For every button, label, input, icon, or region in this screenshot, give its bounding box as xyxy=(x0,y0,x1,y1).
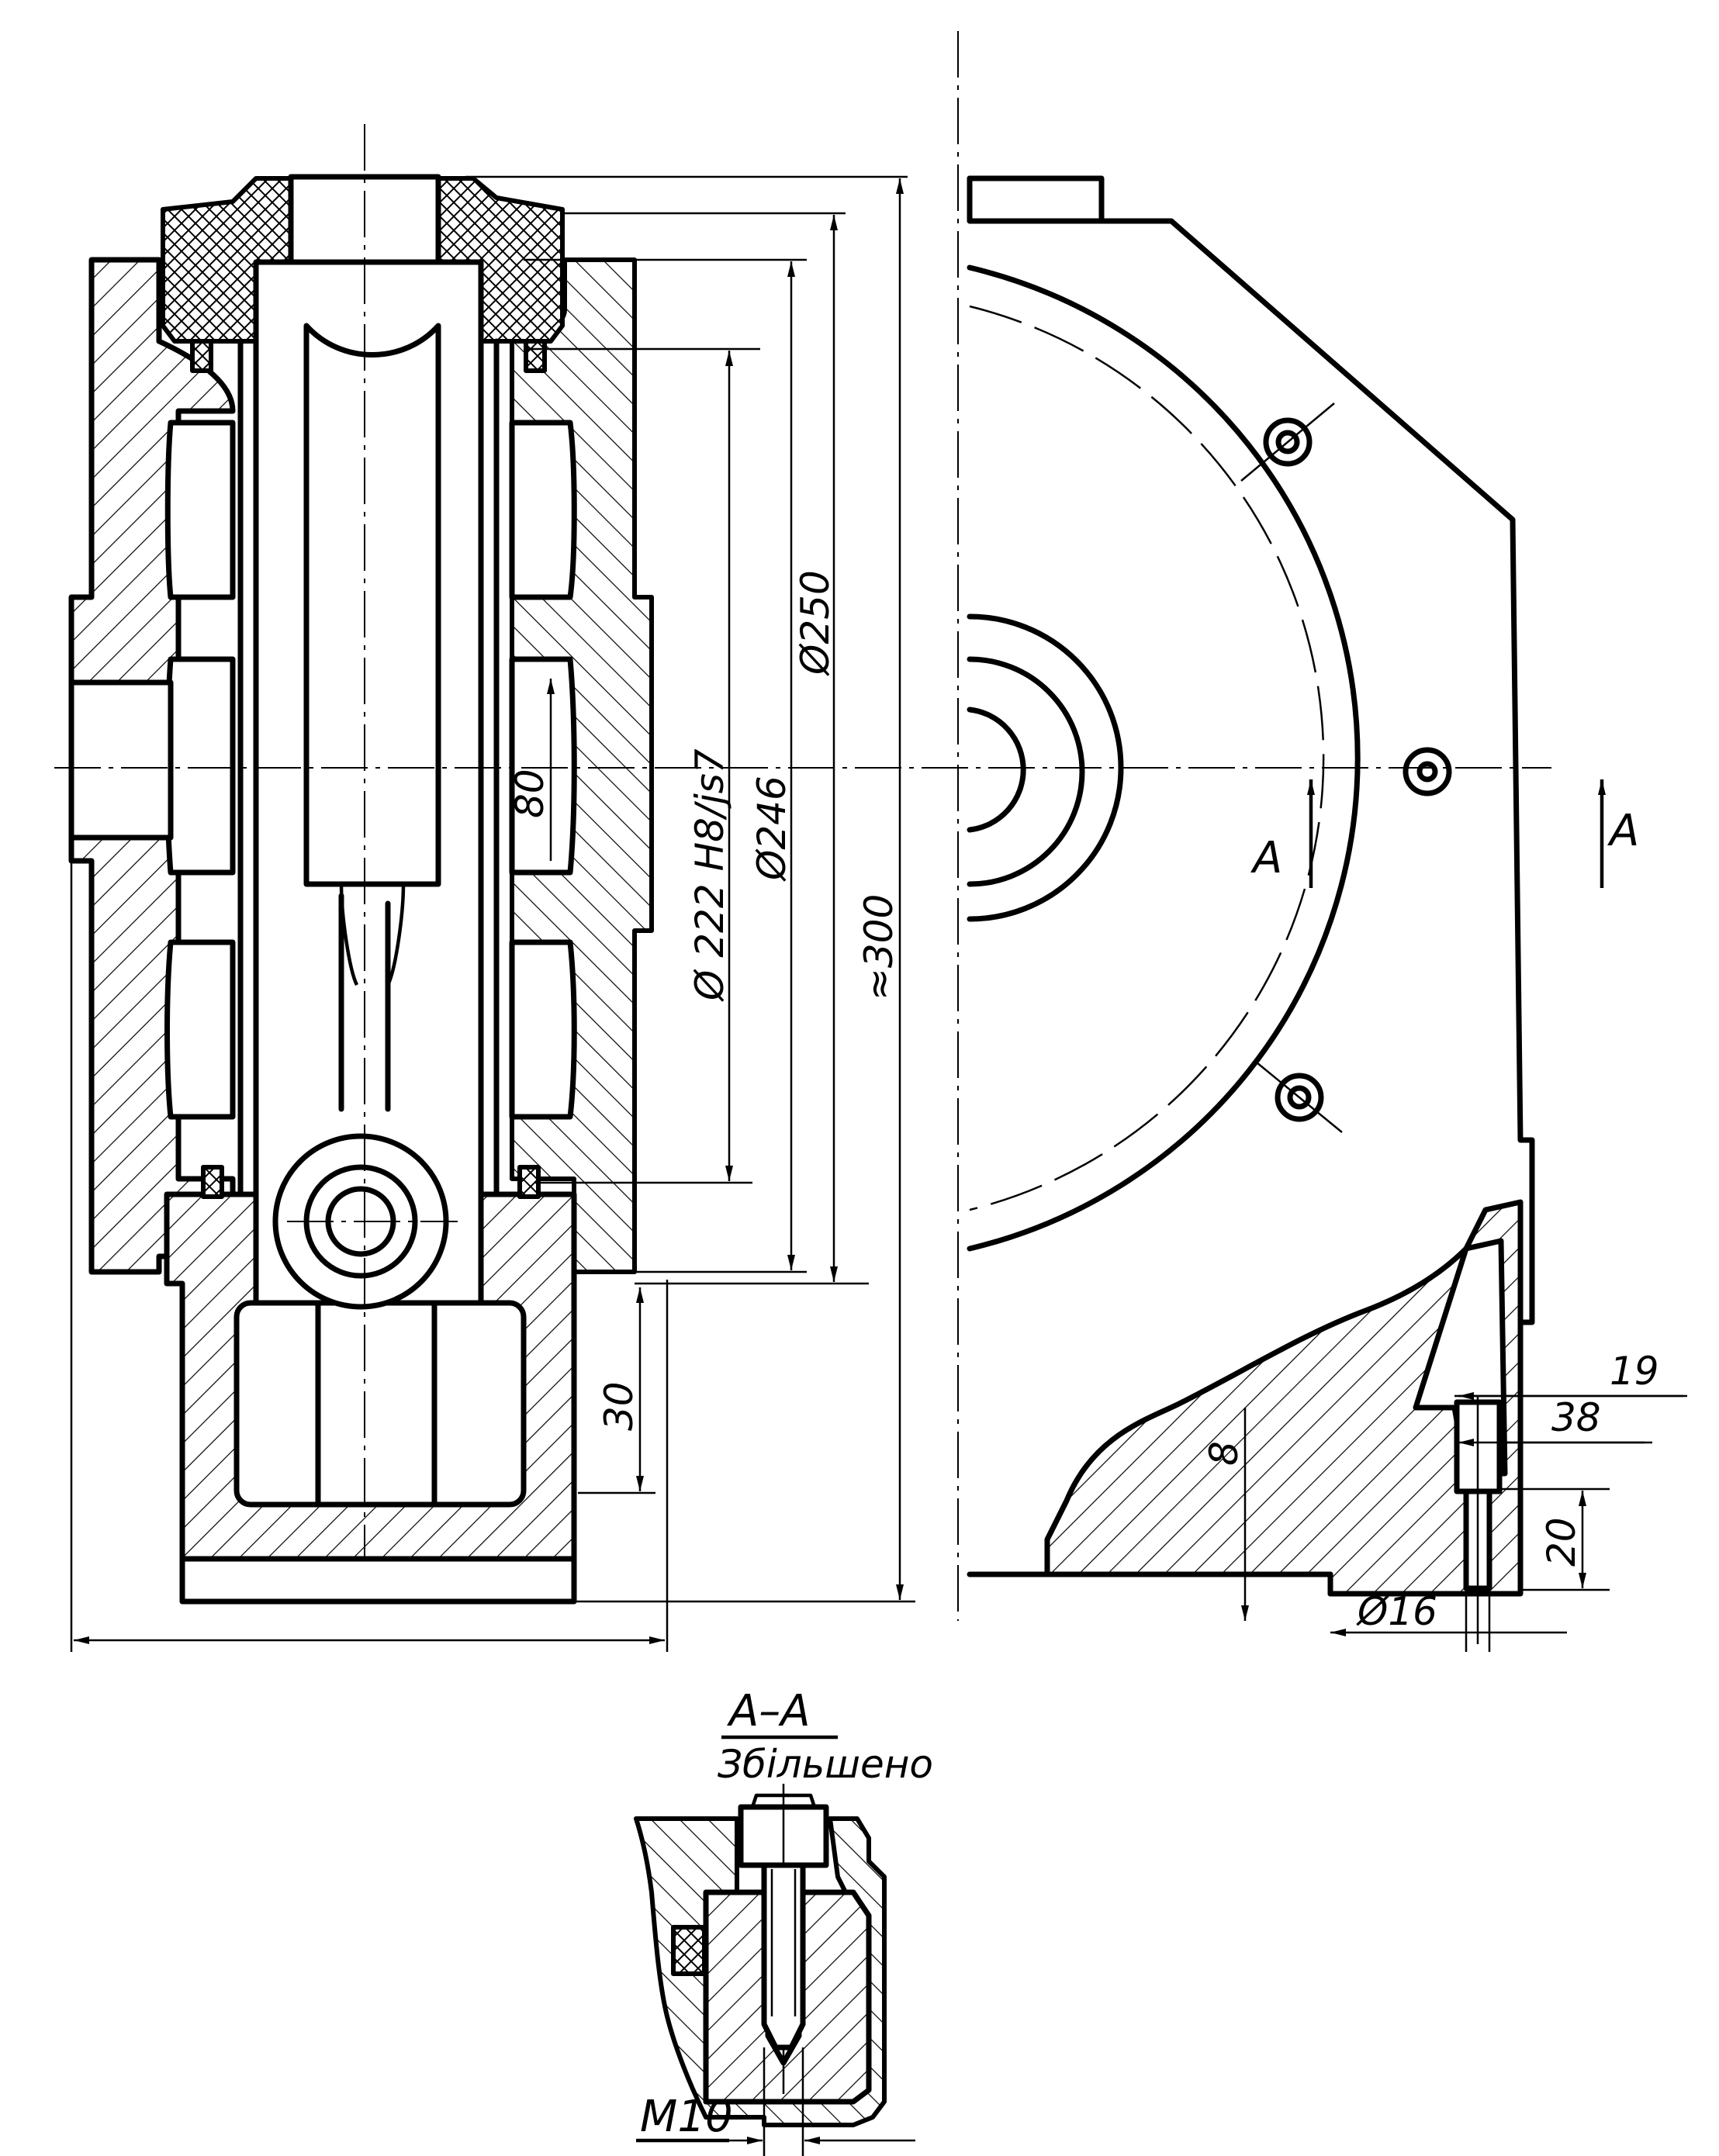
bottom-cup-pocket xyxy=(233,1300,527,1508)
oring-bot-left xyxy=(201,1165,224,1199)
dim-d222: Ø 222 H8/js7 xyxy=(687,748,732,1002)
section-seal xyxy=(671,1925,707,1976)
hub-mid xyxy=(967,656,1085,887)
dim-19: 19 xyxy=(1610,1349,1659,1394)
bolt-hole-bottom xyxy=(1275,1073,1324,1122)
dim-30: 30 xyxy=(597,1381,642,1431)
left-section-view xyxy=(54,31,1551,1621)
dim-8: 8 xyxy=(1202,1441,1247,1466)
left-cavity-top xyxy=(164,420,236,600)
dim-20: 20 xyxy=(1539,1517,1584,1567)
left-cavity-bot xyxy=(164,939,236,1120)
section-title: A–A xyxy=(727,1686,811,1736)
oring-top-right xyxy=(524,339,547,373)
right-cavity-top xyxy=(509,420,577,600)
left-cavity-mid xyxy=(164,656,236,876)
cut-label-right: A xyxy=(1607,806,1639,856)
section-body-outer xyxy=(634,1816,887,2127)
disk-outer-arc xyxy=(967,264,1361,1252)
base-outline xyxy=(179,1556,577,1605)
screw-shank xyxy=(761,1862,806,2051)
inner-channel xyxy=(303,323,441,887)
dim-80: 80 xyxy=(507,769,552,818)
dim-d246: Ø246 xyxy=(749,776,794,882)
right-cavity-mid xyxy=(509,656,577,876)
right-cavity-bot xyxy=(509,939,577,1120)
bolt-circle xyxy=(969,305,1325,1211)
section-subtitle: Збільшено xyxy=(718,1742,933,1787)
left-boss xyxy=(68,679,174,841)
left-dimensions: Ø 222 H8/js7 Ø246 Ø250 ≈300 80 30 xyxy=(70,175,915,1652)
hub-inner xyxy=(967,707,1026,833)
dim-38: 38 xyxy=(1551,1395,1601,1440)
right-front-view: A A 19 38 20 8 Ø16 xyxy=(967,175,1687,1652)
cut-label-left: A xyxy=(1250,833,1282,883)
section-aa: A–A Збільшено M10 xyxy=(634,1686,933,2156)
oring-top-left xyxy=(190,339,213,373)
dim-d16: Ø16 xyxy=(1356,1589,1437,1634)
bolt-hole-mid xyxy=(1403,747,1452,796)
dim-m10: M10 xyxy=(640,2092,733,2142)
dim-approx300: ≈300 xyxy=(856,894,901,1000)
bolt-hole-top xyxy=(1263,417,1313,467)
hub-outer xyxy=(967,613,1124,922)
broken-out-section xyxy=(1044,1199,1524,1597)
dim-d250: Ø250 xyxy=(793,570,838,676)
